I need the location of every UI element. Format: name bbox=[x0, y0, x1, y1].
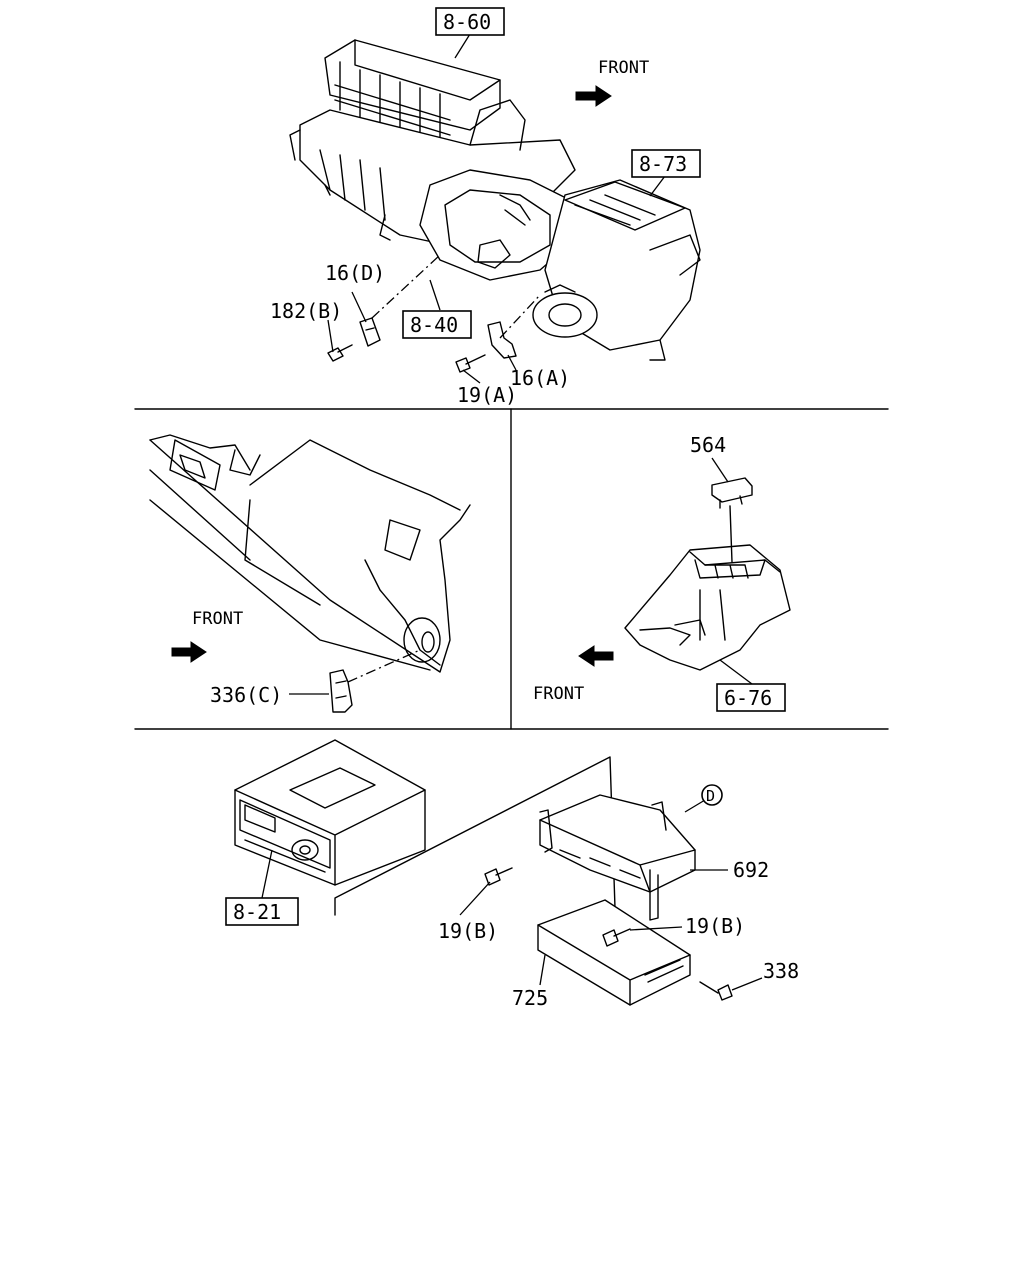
ref-label-8-21: 8-21 bbox=[233, 900, 281, 924]
part-label-182b: 182(B) bbox=[270, 299, 342, 323]
ref-box-8-60[interactable]: 8-60 bbox=[435, 7, 505, 36]
screw-19b-right bbox=[602, 928, 631, 947]
circle-d-label: D bbox=[706, 787, 715, 805]
hvac-assembly bbox=[289, 39, 701, 361]
clip-336c bbox=[329, 669, 353, 713]
part-label-564: 564 bbox=[690, 433, 726, 457]
ref-box-8-40[interactable]: 8-40 bbox=[402, 310, 472, 339]
part-label-16a: 16(A) bbox=[510, 366, 570, 390]
screw-19b-left bbox=[484, 867, 513, 886]
ref-box-8-21[interactable]: 8-21 bbox=[225, 897, 299, 926]
ref-label-8-60: 8-60 bbox=[443, 10, 491, 34]
part-label-19b-left: 19(B) bbox=[438, 919, 498, 943]
part-label-338: 338 bbox=[763, 959, 799, 983]
console-6-76 bbox=[624, 544, 791, 671]
front-label-top: FRONT bbox=[598, 58, 649, 78]
leaders-top bbox=[327, 33, 666, 384]
part-label-16d: 16(D) bbox=[325, 261, 385, 285]
section-dividers bbox=[134, 408, 889, 730]
bolt-19a bbox=[455, 354, 486, 373]
front-label-mid-left: FRONT bbox=[192, 609, 243, 629]
bracket-692 bbox=[539, 794, 696, 921]
front-arrow-mid-left: FRONT bbox=[171, 609, 243, 663]
ref-label-8-40: 8-40 bbox=[410, 313, 458, 337]
screw-182b bbox=[327, 344, 353, 362]
part-label-725: 725 bbox=[512, 986, 548, 1010]
front-arrow-mid-right: FRONT bbox=[533, 645, 614, 704]
cover-564 bbox=[711, 477, 753, 509]
part-label-19a: 19(A) bbox=[457, 383, 517, 407]
ref-box-8-73[interactable]: 8-73 bbox=[631, 149, 701, 178]
ref-label-8-73: 8-73 bbox=[639, 152, 687, 176]
part-label-19b-right: 19(B) bbox=[685, 914, 745, 938]
ref-label-6-76: 6-76 bbox=[724, 686, 772, 710]
radio-unit-8-21 bbox=[234, 739, 426, 886]
circle-d-marker: D bbox=[701, 784, 723, 806]
dashboard-panel bbox=[149, 434, 471, 673]
part-label-336c: 336(C) bbox=[210, 683, 282, 707]
bracket-16d bbox=[359, 317, 381, 347]
screw-338 bbox=[699, 981, 733, 1001]
front-arrow-top: FRONT bbox=[575, 58, 649, 107]
tray-725 bbox=[537, 899, 691, 1006]
leaders-bottom bbox=[459, 799, 763, 991]
bracket-16a bbox=[487, 321, 517, 359]
part-label-692: 692 bbox=[733, 858, 769, 882]
front-label-mid-right: FRONT bbox=[533, 684, 584, 704]
ref-box-6-76[interactable]: 6-76 bbox=[716, 683, 786, 712]
